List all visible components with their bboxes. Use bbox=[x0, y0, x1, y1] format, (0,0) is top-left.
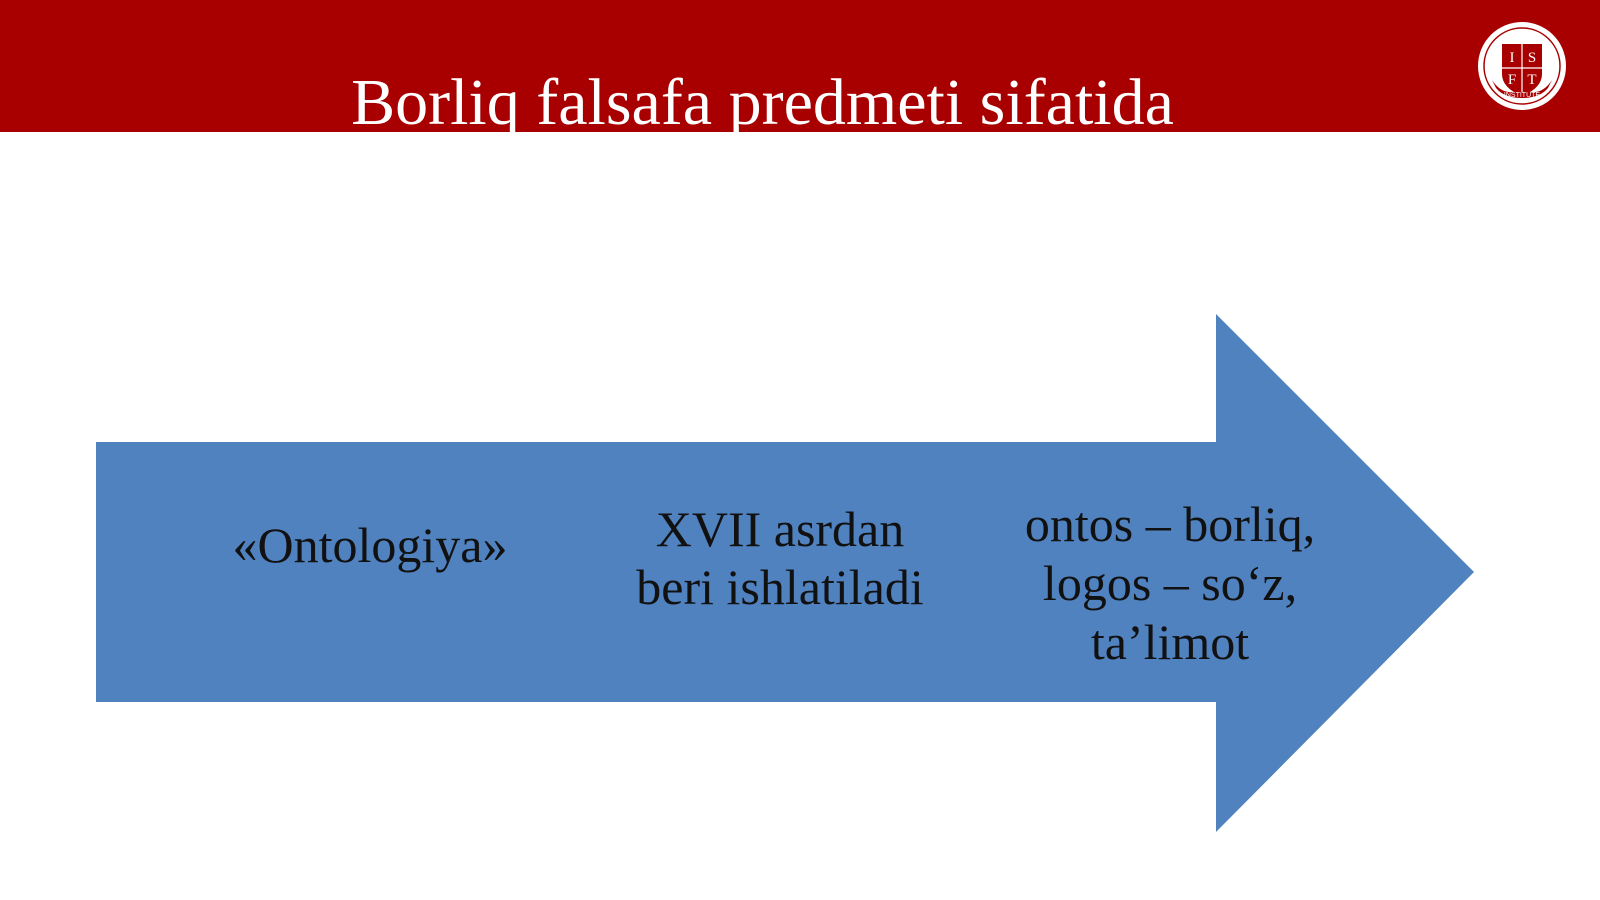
institute-logo-icon: INSTITUTE I S F T bbox=[1478, 22, 1566, 110]
arrow-section-etymology: ontos – borliq, logos – so‘z, ta’limot bbox=[985, 495, 1355, 672]
arrow-section-history: XVII asrdan beri ishlatiladi bbox=[595, 500, 965, 616]
logo-bottom-text: INSTITUTE bbox=[1504, 92, 1540, 99]
arrow-section-ontologiya: «Ontologiya» bbox=[190, 515, 550, 575]
svg-text:S: S bbox=[1528, 50, 1536, 66]
header-background bbox=[0, 0, 1600, 132]
slide-title: Borliq falsafa predmeti sifatida bbox=[351, 66, 1174, 132]
arrow-section-3-line-1: ontos – borliq, bbox=[1024, 496, 1316, 552]
svg-text:F: F bbox=[1508, 72, 1516, 88]
arrow-section-2-line-2: beri ishlatiladi bbox=[636, 559, 924, 615]
svg-text:T: T bbox=[1527, 72, 1536, 88]
arrow-section-2-line-1: XVII asrdan bbox=[655, 501, 905, 557]
svg-text:I: I bbox=[1510, 50, 1515, 66]
arrow-section-3-line-3: ta’limot bbox=[1090, 614, 1250, 670]
header-fill bbox=[0, 0, 1600, 132]
arrow-section-1-line-1: «Ontologiya» bbox=[232, 517, 508, 573]
arrow-section-3-line-2: logos – so‘z, bbox=[1042, 555, 1298, 611]
arrow-body bbox=[96, 314, 1474, 832]
header-bar: Borliq falsafa predmeti sifatida INSTITU… bbox=[0, 0, 1600, 132]
